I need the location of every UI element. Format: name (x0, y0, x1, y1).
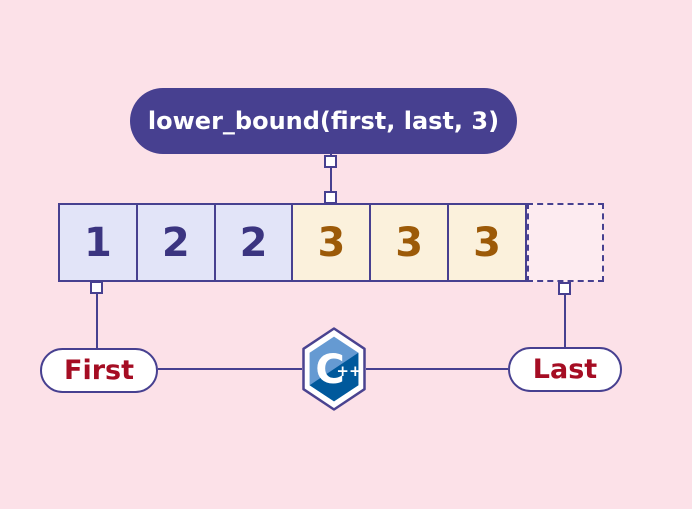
array-cell-0: 1 (60, 205, 136, 280)
array-cell-2: 2 (213, 205, 292, 280)
function-call-pill: lower_bound(first, last, 3) (130, 88, 517, 154)
array-cell-value: 3 (317, 219, 346, 266)
connector-square-first-cell (90, 281, 103, 294)
array-cell-value: 3 (473, 219, 501, 266)
line-logo-to-last (366, 368, 508, 370)
array-cell-value: 2 (239, 219, 268, 266)
connector-line-pill-to-array (330, 154, 332, 204)
last-pointer-pill: Last (508, 347, 622, 392)
first-pointer-pill: First (40, 348, 158, 393)
connector-square-last-cell (558, 282, 571, 295)
connector-line-last (564, 294, 566, 348)
connector-line-first (96, 292, 98, 349)
array-past-end-cell (527, 203, 604, 282)
function-call-label: lower_bound(first, last, 3) (147, 107, 500, 135)
cpp-logo-letter: C (315, 347, 344, 393)
cpp-logo-icon: C ++ (302, 327, 366, 411)
connector-square-result-cell (324, 191, 337, 204)
connector-square-pill (324, 155, 337, 168)
array-cell-value: 2 (161, 219, 190, 266)
array-cell-5: 3 (447, 205, 525, 280)
array-cell-value: 1 (83, 219, 112, 266)
array-container: 1 2 2 3 3 3 (58, 203, 527, 282)
array-cell-1: 2 (135, 205, 214, 280)
cpp-logo-plus: ++ (336, 362, 361, 380)
array-cell-3: 3 (291, 205, 370, 280)
line-first-to-logo (158, 368, 302, 370)
last-pointer-label: Last (532, 354, 598, 385)
first-pointer-label: First (64, 355, 134, 386)
array-cell-4: 3 (369, 205, 448, 280)
array-cell-value: 3 (395, 219, 424, 266)
